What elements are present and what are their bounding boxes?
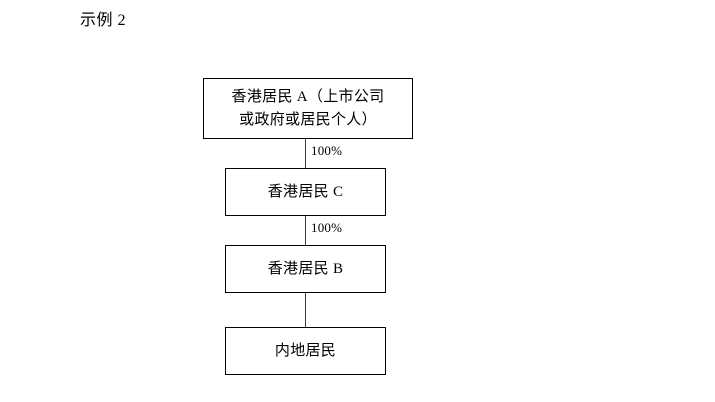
node-hong-kong-resident-c: 香港居民 C (225, 168, 386, 216)
node-hong-kong-resident-b-label: 香港居民 B (267, 260, 344, 277)
edge-label-a-to-c: 100% (311, 143, 343, 158)
node-hong-kong-resident-b: 香港居民 B (225, 245, 386, 293)
node-mainland-resident-label: 内地居民 (274, 342, 337, 359)
edge-label-c-to-b: 100% (311, 220, 343, 235)
node-hong-kong-resident-a: 香港居民 A（上市公司或政府或居民个人） (203, 78, 413, 139)
node-mainland-resident: 内地居民 (225, 327, 386, 375)
node-a-line-1: 香港居民 A（上市公司 (231, 88, 385, 105)
node-a-line-2: 或政府或居民个人） (239, 111, 377, 128)
connector-a-to-c (305, 139, 306, 169)
connector-b-to-mainland (305, 293, 306, 328)
node-hong-kong-resident-c-label: 香港居民 C (267, 183, 344, 200)
page-title: 示例 2 (80, 12, 127, 29)
connector-c-to-b (305, 216, 306, 246)
node-hong-kong-resident-a-label: 香港居民 A（上市公司或政府或居民个人） (228, 86, 389, 132)
